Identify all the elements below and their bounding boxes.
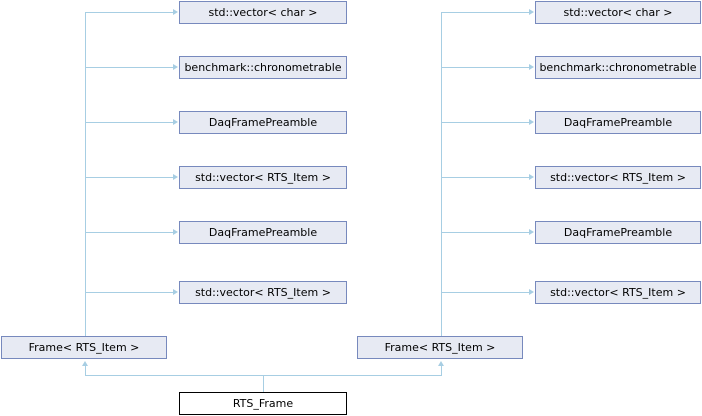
node-right-member-6[interactable]: std::vector< RTS_Item >: [535, 281, 701, 304]
node-right-member-2[interactable]: benchmark::chronometrable: [535, 56, 701, 79]
right-edge-arrow-5: [529, 229, 534, 235]
node-left-base-frame[interactable]: Frame< RTS_Item >: [1, 336, 167, 359]
right-edge-arrow-1: [529, 9, 534, 15]
left-edge-arrow-1: [173, 9, 178, 15]
node-left-member-5[interactable]: DaqFramePreamble: [179, 221, 347, 244]
right-edge-line-5: [441, 232, 529, 233]
left-edge-arrow-4: [173, 174, 178, 180]
inheritance-arrow-left: [82, 361, 88, 366]
right-edge-arrow-3: [529, 119, 534, 125]
left-edge-arrow-3: [173, 119, 178, 125]
left-edge-line-2: [85, 67, 173, 68]
left-edge-line-4: [85, 177, 173, 178]
right-edge-arrow-4: [529, 174, 534, 180]
node-left-member-4[interactable]: std::vector< RTS_Item >: [179, 166, 347, 189]
left-edge-arrow-5: [173, 229, 178, 235]
left-edge-line-6: [85, 292, 173, 293]
right-edge-line-3: [441, 122, 529, 123]
left-edge-line-5: [85, 232, 173, 233]
right-edge-line-4: [441, 177, 529, 178]
left-trunk-line: [85, 12, 86, 336]
node-right-member-4[interactable]: std::vector< RTS_Item >: [535, 166, 701, 189]
inheritance-right-riser: [441, 366, 442, 376]
right-edge-arrow-6: [529, 289, 534, 295]
node-left-member-3[interactable]: DaqFramePreamble: [179, 111, 347, 134]
node-right-member-1[interactable]: std::vector< char >: [535, 1, 701, 24]
right-edge-line-1: [441, 12, 529, 13]
node-derived-rts-frame[interactable]: RTS_Frame: [179, 392, 347, 415]
left-edge-arrow-6: [173, 289, 178, 295]
right-edge-arrow-2: [529, 64, 534, 70]
node-right-member-3[interactable]: DaqFramePreamble: [535, 111, 701, 134]
right-edge-line-6: [441, 292, 529, 293]
node-left-member-6[interactable]: std::vector< RTS_Item >: [179, 281, 347, 304]
node-right-member-5[interactable]: DaqFramePreamble: [535, 221, 701, 244]
inheritance-derived-drop: [263, 375, 264, 392]
left-edge-line-3: [85, 122, 173, 123]
right-edge-line-2: [441, 67, 529, 68]
left-edge-arrow-2: [173, 64, 178, 70]
inheritance-left-riser: [85, 366, 86, 376]
node-left-member-2[interactable]: benchmark::chronometrable: [179, 56, 347, 79]
node-right-base-frame[interactable]: Frame< RTS_Item >: [357, 336, 523, 359]
left-edge-line-1: [85, 12, 173, 13]
right-trunk-line: [441, 12, 442, 336]
inheritance-arrow-right: [438, 361, 444, 366]
node-left-member-1[interactable]: std::vector< char >: [179, 1, 347, 24]
